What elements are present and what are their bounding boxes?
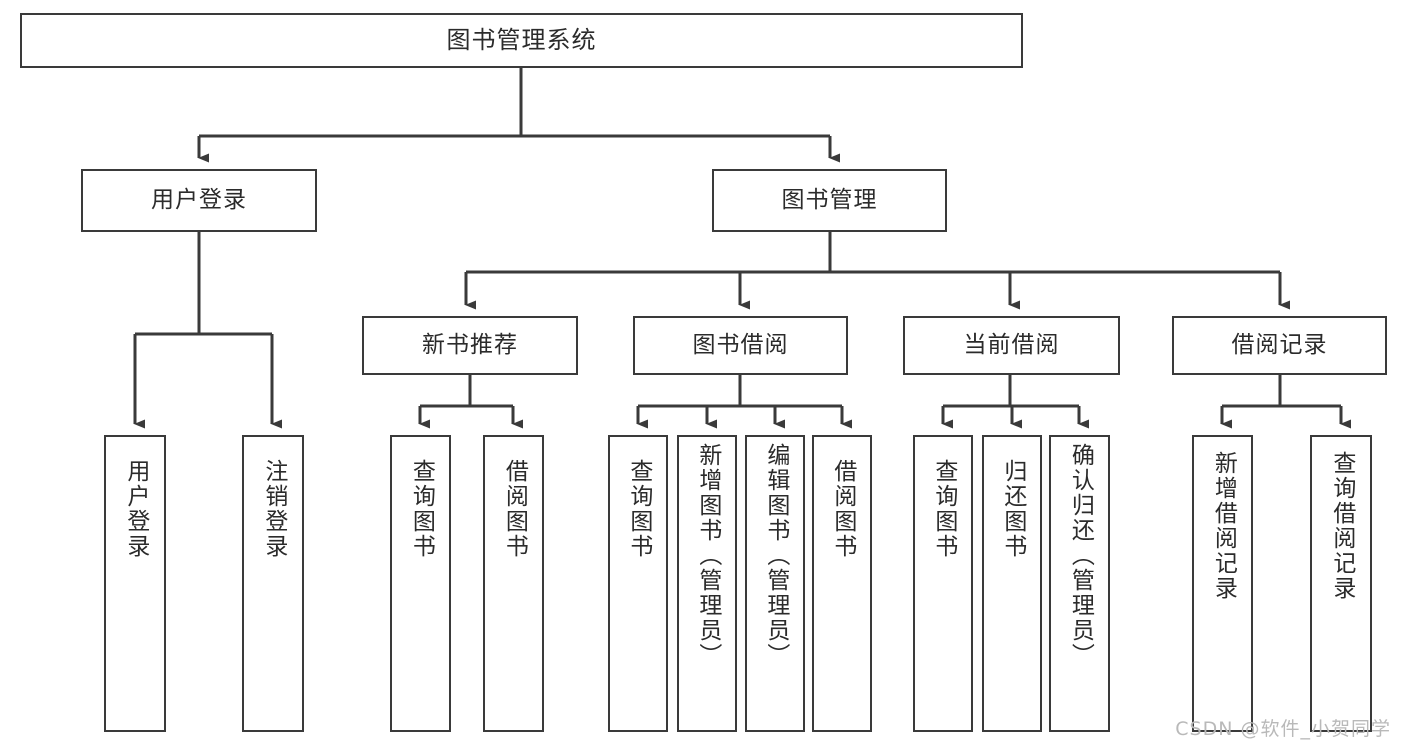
node-borrow-record[interactable]: 借阅记录	[1172, 316, 1387, 375]
node-book-borrow-label: 图书借阅	[692, 331, 789, 358]
node-bb-borrow-book-label: 借阅图书	[829, 459, 856, 559]
node-bb-add-book[interactable]: 新增图书（管理员）	[677, 435, 737, 732]
node-root[interactable]: 图书管理系统	[20, 13, 1023, 68]
node-new-book-recommend[interactable]: 新书推荐	[362, 316, 578, 375]
node-br-add-record-label: 新增借阅记录	[1210, 451, 1237, 601]
node-user-logout[interactable]: 注销登录	[242, 435, 304, 732]
node-user-login-do[interactable]: 用户登录	[104, 435, 166, 732]
node-book-borrow[interactable]: 图书借阅	[633, 316, 848, 375]
node-bb-query-book[interactable]: 查询图书	[608, 435, 668, 732]
node-nbr-query-book[interactable]: 查询图书	[390, 435, 451, 732]
node-bb-edit-book[interactable]: 编辑图书（管理员）	[745, 435, 805, 732]
node-user-login-do-label: 用户登录	[122, 459, 149, 559]
node-cb-return-book[interactable]: 归还图书	[982, 435, 1042, 732]
node-nbr-borrow-book-label: 借阅图书	[501, 459, 528, 559]
node-cb-confirm-return[interactable]: 确认归还（管理员）	[1049, 435, 1110, 732]
node-current-borrow[interactable]: 当前借阅	[903, 316, 1120, 375]
node-bb-query-book-label: 查询图书	[625, 459, 652, 559]
node-bb-add-book-label: 新增图书（管理员）	[694, 443, 721, 668]
node-cb-confirm-return-label: 确认归还（管理员）	[1067, 443, 1094, 668]
node-nbr-query-book-label: 查询图书	[408, 459, 435, 559]
node-nbr-borrow-book[interactable]: 借阅图书	[483, 435, 544, 732]
node-br-query-record[interactable]: 查询借阅记录	[1310, 435, 1372, 732]
node-new-book-recommend-label: 新书推荐	[422, 331, 518, 358]
node-borrow-record-label: 借阅记录	[1231, 331, 1328, 358]
node-bb-edit-book-label: 编辑图书（管理员）	[762, 443, 789, 668]
node-root-label: 图书管理系统	[446, 26, 597, 55]
node-cb-query-book-label: 查询图书	[930, 459, 957, 559]
node-br-query-record-label: 查询借阅记录	[1328, 451, 1355, 601]
node-cb-query-book[interactable]: 查询图书	[913, 435, 973, 732]
node-user-logout-label: 注销登录	[260, 459, 287, 559]
node-user-login-label: 用户登录	[151, 186, 247, 213]
node-current-borrow-label: 当前借阅	[963, 331, 1060, 358]
node-user-login[interactable]: 用户登录	[81, 169, 317, 232]
node-book-manage-label: 图书管理	[781, 186, 878, 213]
node-book-manage[interactable]: 图书管理	[712, 169, 947, 232]
watermark: CSDN @软件_小贺同学	[1175, 718, 1391, 740]
node-br-add-record[interactable]: 新增借阅记录	[1192, 435, 1253, 732]
node-cb-return-book-label: 归还图书	[999, 459, 1026, 559]
node-bb-borrow-book[interactable]: 借阅图书	[812, 435, 872, 732]
